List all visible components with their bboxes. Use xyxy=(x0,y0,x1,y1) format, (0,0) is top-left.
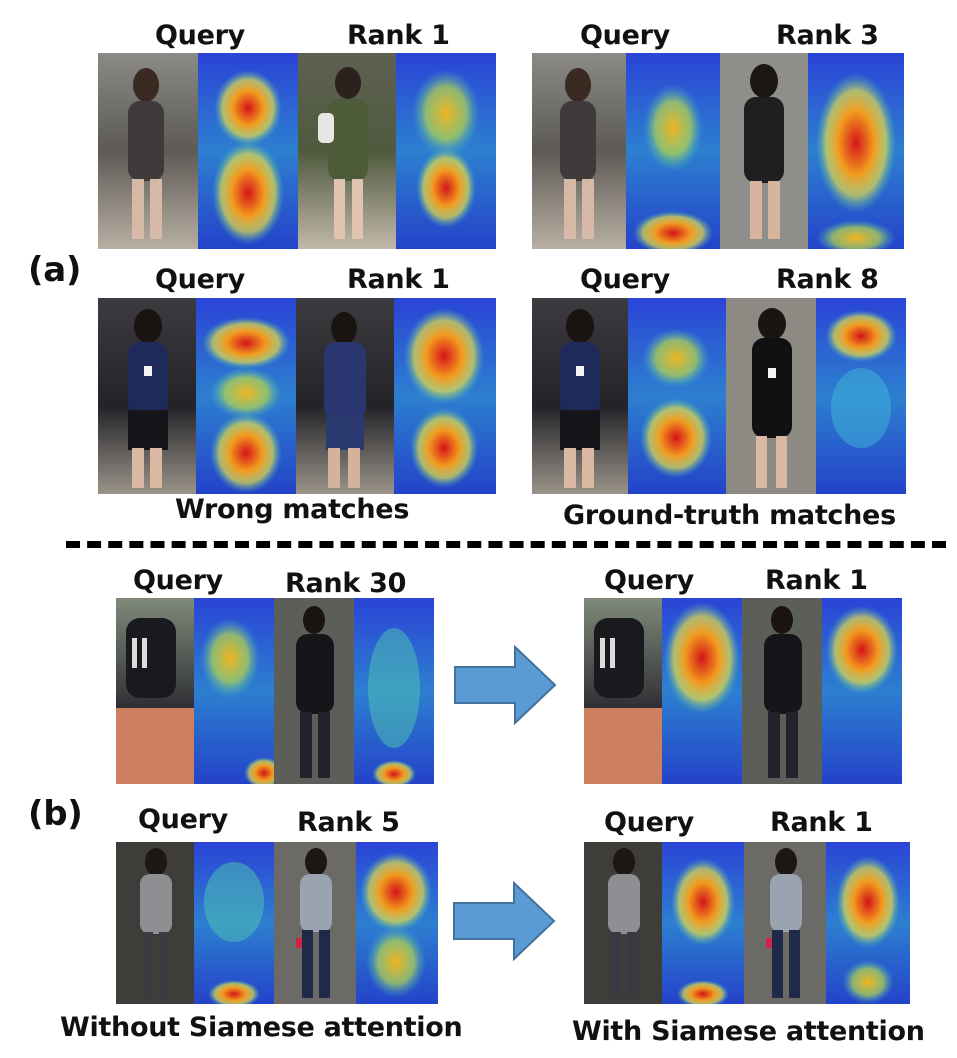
rank-photo xyxy=(744,842,826,1004)
a1-right-query-label: Query xyxy=(580,20,670,51)
rank-heatmap xyxy=(826,842,910,1004)
rank-heatmap xyxy=(394,298,496,494)
a2-left-query-label: Query xyxy=(155,264,245,295)
rank-photo xyxy=(720,53,808,249)
b2-right-rank-label: Rank 1 xyxy=(770,807,873,838)
b1-right-image-strip xyxy=(584,598,902,784)
a2-right-image-strip xyxy=(532,298,906,494)
b-caption-right: With Siamese attention xyxy=(572,1016,925,1047)
b2-left-query-label: Query xyxy=(138,804,228,835)
a1-left-image-strip xyxy=(98,53,496,249)
a1-right-image-strip xyxy=(532,53,904,249)
query-heatmap xyxy=(662,598,742,784)
rank-heatmap xyxy=(354,598,434,784)
b-caption-left: Without Siamese attention xyxy=(60,1012,463,1043)
section-label-b: (b) xyxy=(28,794,83,834)
a2-left-rank-label: Rank 1 xyxy=(347,264,450,295)
rank-photo xyxy=(274,598,354,784)
rank-heatmap xyxy=(808,53,904,249)
rank-photo xyxy=(296,298,394,494)
right-arrow-icon xyxy=(453,881,556,961)
query-heatmap xyxy=(626,53,720,249)
rank-photo xyxy=(726,298,816,494)
query-photo xyxy=(98,298,196,494)
rank-photo xyxy=(298,53,396,249)
query-heatmap xyxy=(662,842,744,1004)
rank-photo xyxy=(274,842,356,1004)
query-heatmap xyxy=(194,842,274,1004)
b2-left-rank-label: Rank 5 xyxy=(297,807,400,838)
query-heatmap xyxy=(194,598,274,784)
query-photo xyxy=(116,598,194,784)
a2-right-rank-label: Rank 8 xyxy=(776,264,879,295)
a2-right-query-label: Query xyxy=(580,264,670,295)
b1-left-query-label: Query xyxy=(133,565,223,596)
right-arrow-icon xyxy=(454,645,557,725)
query-heatmap xyxy=(628,298,726,494)
a1-right-rank-label: Rank 3 xyxy=(776,20,879,51)
query-photo xyxy=(532,298,628,494)
a1-left-rank-label: Rank 1 xyxy=(347,20,450,51)
rank-heatmap xyxy=(822,598,902,784)
section-label-a: (a) xyxy=(28,250,82,290)
query-photo xyxy=(98,53,198,249)
a-caption-left: Wrong matches xyxy=(175,494,410,525)
query-photo xyxy=(116,842,194,1004)
b1-right-rank-label: Rank 1 xyxy=(765,565,868,596)
rank-heatmap xyxy=(816,298,906,494)
b1-right-query-label: Query xyxy=(604,565,694,596)
rank-heatmap xyxy=(356,842,438,1004)
a-caption-right: Ground-truth matches xyxy=(563,500,896,531)
query-photo xyxy=(584,598,662,784)
query-photo xyxy=(584,842,662,1004)
b1-left-image-strip xyxy=(116,598,434,784)
query-heatmap xyxy=(196,298,296,494)
a2-left-image-strip xyxy=(98,298,496,494)
query-photo xyxy=(532,53,626,249)
a1-left-query-label: Query xyxy=(155,20,245,51)
b2-right-query-label: Query xyxy=(604,807,694,838)
rank-heatmap xyxy=(396,53,496,249)
query-heatmap xyxy=(198,53,298,249)
b1-left-rank-label: Rank 30 xyxy=(285,568,407,599)
b2-left-image-strip xyxy=(116,842,438,1004)
section-divider xyxy=(66,541,946,548)
rank-photo xyxy=(742,598,822,784)
b2-right-image-strip xyxy=(584,842,910,1004)
